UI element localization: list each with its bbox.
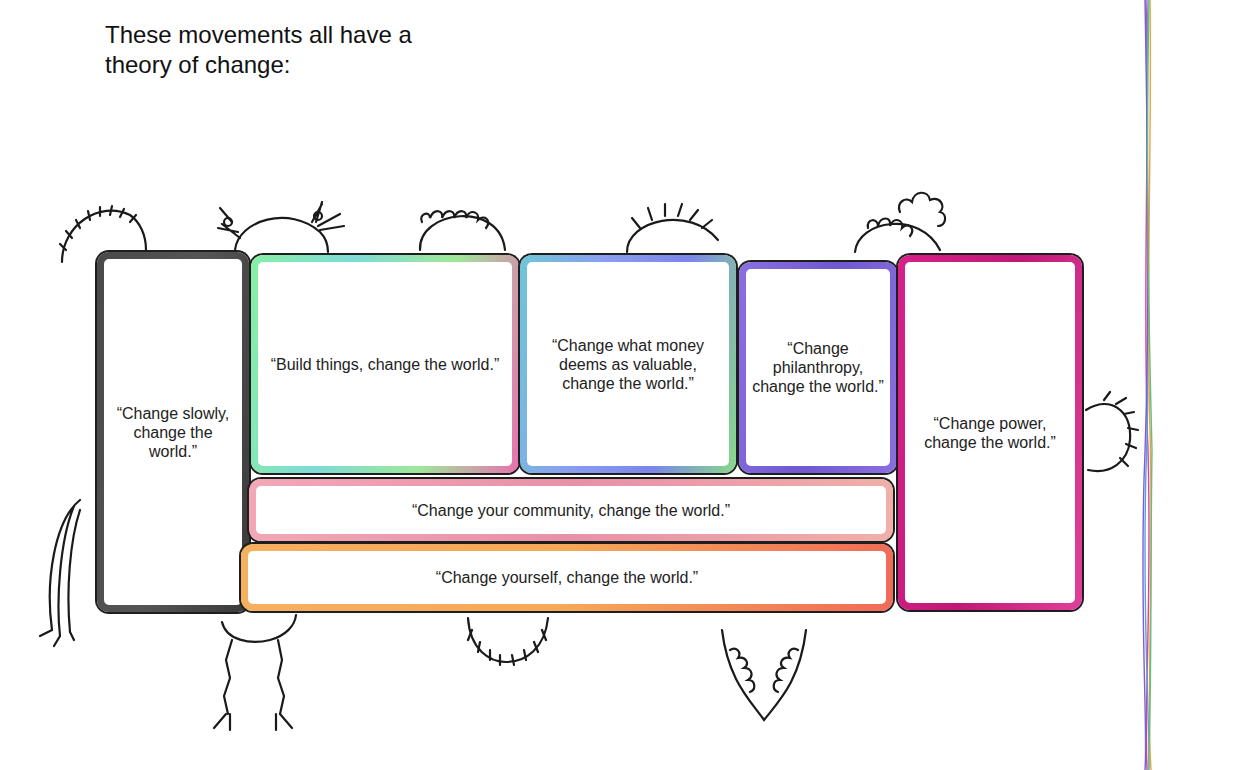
theory-text: “Change yourself, change the world.” bbox=[430, 564, 704, 591]
yourself-band: “Change yourself, change the world.” bbox=[241, 544, 893, 611]
theory-text: “Change your community, change the world… bbox=[406, 497, 736, 524]
theory-text: “Change what money deems as valuable, ch… bbox=[527, 332, 729, 397]
theory-text: “Change slowly, change the world.” bbox=[104, 400, 242, 465]
power-box: “Change power, change the world.” bbox=[898, 255, 1082, 610]
build-box: “Build things, change the world.” bbox=[251, 255, 519, 473]
money-box: “Change what money deems as valuable, ch… bbox=[520, 255, 736, 473]
theory-text: “Change philanthropy, change the world.” bbox=[746, 335, 890, 400]
philanthropy-box: “Change philanthropy, change the world.” bbox=[739, 262, 897, 473]
thread-line bbox=[1143, 0, 1152, 770]
community-band: “Change your community, change the world… bbox=[249, 479, 893, 541]
page-title: These movements all have a theory of cha… bbox=[105, 20, 450, 80]
theory-text: “Change power, change the world.” bbox=[905, 410, 1075, 456]
slow-change-box: “Change slowly, change the world.” bbox=[97, 252, 249, 612]
theory-text: “Build things, change the world.” bbox=[265, 351, 506, 378]
